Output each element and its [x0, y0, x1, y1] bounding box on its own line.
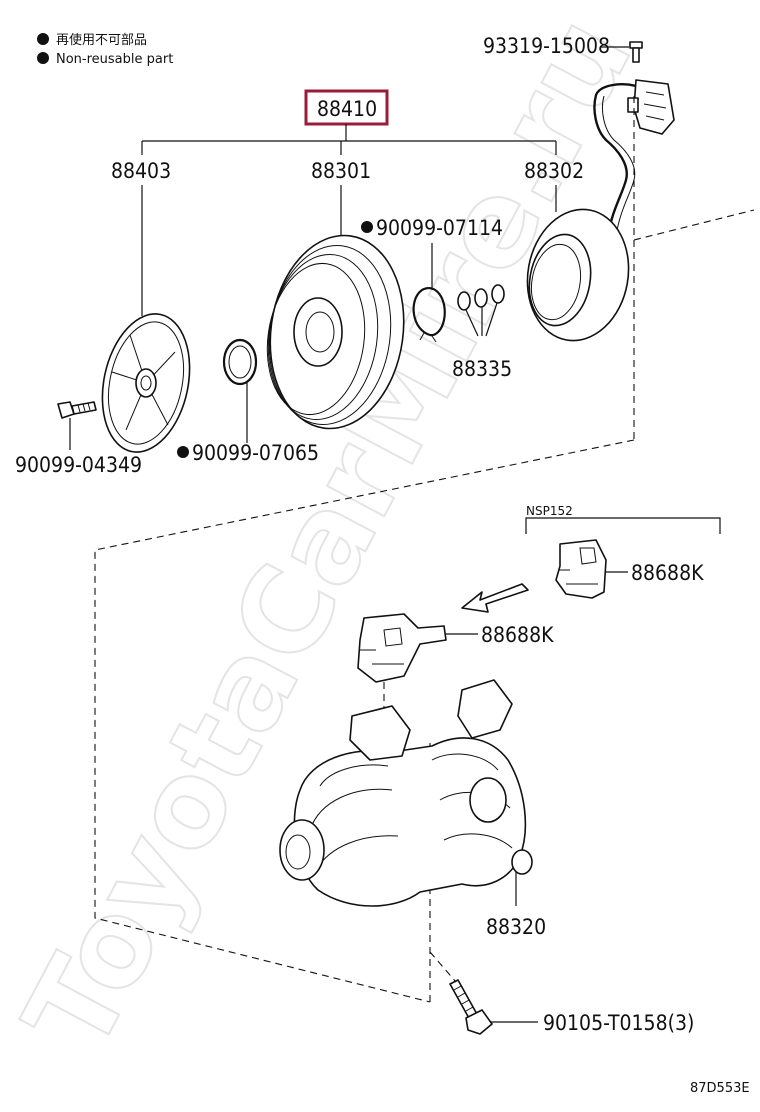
- part-number-93319-15008[interactable]: 93319-15008: [483, 34, 610, 58]
- hub-snap-ring-icon: [222, 338, 258, 386]
- diagram-code: 87D553E: [690, 1081, 750, 1096]
- part-number-90099-07114[interactable]: 90099-07114: [376, 216, 503, 240]
- part-number-88410[interactable]: 88410: [317, 97, 377, 121]
- part-number-88688k[interactable]: 88688K: [481, 623, 554, 647]
- part-number-90105-t0158[interactable]: 90105-T0158(3): [543, 1011, 694, 1035]
- part-number-88302[interactable]: 88302: [524, 159, 584, 183]
- legend: 再使用不可部品 Non-reusable part: [37, 32, 173, 67]
- replacement-arrow-icon: [461, 583, 529, 613]
- non-reusable-bullet-icon: [177, 446, 189, 458]
- bracket-variant-icon: [555, 539, 607, 599]
- bracket-icon: [357, 613, 447, 683]
- variant-bracket-group: [525, 517, 721, 534]
- compressor-icon: [279, 679, 533, 907]
- non-reusable-bullet-icon: [37, 52, 49, 64]
- non-reusable-bullet-icon: [361, 221, 373, 233]
- legend-japanese: 再使用不可部品: [56, 32, 147, 48]
- part-number-88335[interactable]: 88335: [452, 357, 512, 381]
- part-number-88688k-variant[interactable]: 88688K: [631, 561, 704, 585]
- leader-88335: [465, 302, 498, 337]
- pulley-icon: [266, 234, 405, 430]
- field-coil-icon: [526, 208, 630, 342]
- hub-bolt-icon: [57, 401, 97, 419]
- exploded-view-outline: [94, 96, 755, 1003]
- compressor-bolt-icon: [449, 979, 493, 1035]
- screw-icon: [629, 41, 643, 63]
- coil-wire-harness: [593, 83, 637, 237]
- assembly-tree-lines: [141, 124, 557, 155]
- coil-connector-icon: [627, 79, 675, 135]
- shim-washers-icon: [457, 284, 505, 311]
- part-number-90099-07065[interactable]: 90099-07065: [192, 441, 319, 465]
- part-number-90099-04349[interactable]: 90099-04349: [15, 453, 142, 477]
- legend-english: Non-reusable part: [56, 52, 173, 67]
- part-number-88301[interactable]: 88301: [311, 159, 371, 183]
- part-number-88403[interactable]: 88403: [111, 159, 171, 183]
- variant-label-nsp152: NSP152: [526, 504, 573, 518]
- non-reusable-bullet-icon: [37, 33, 49, 45]
- pulley-snap-ring-icon: [412, 287, 446, 343]
- clutch-hub-icon: [101, 313, 191, 453]
- part-number-88320[interactable]: 88320: [486, 915, 546, 939]
